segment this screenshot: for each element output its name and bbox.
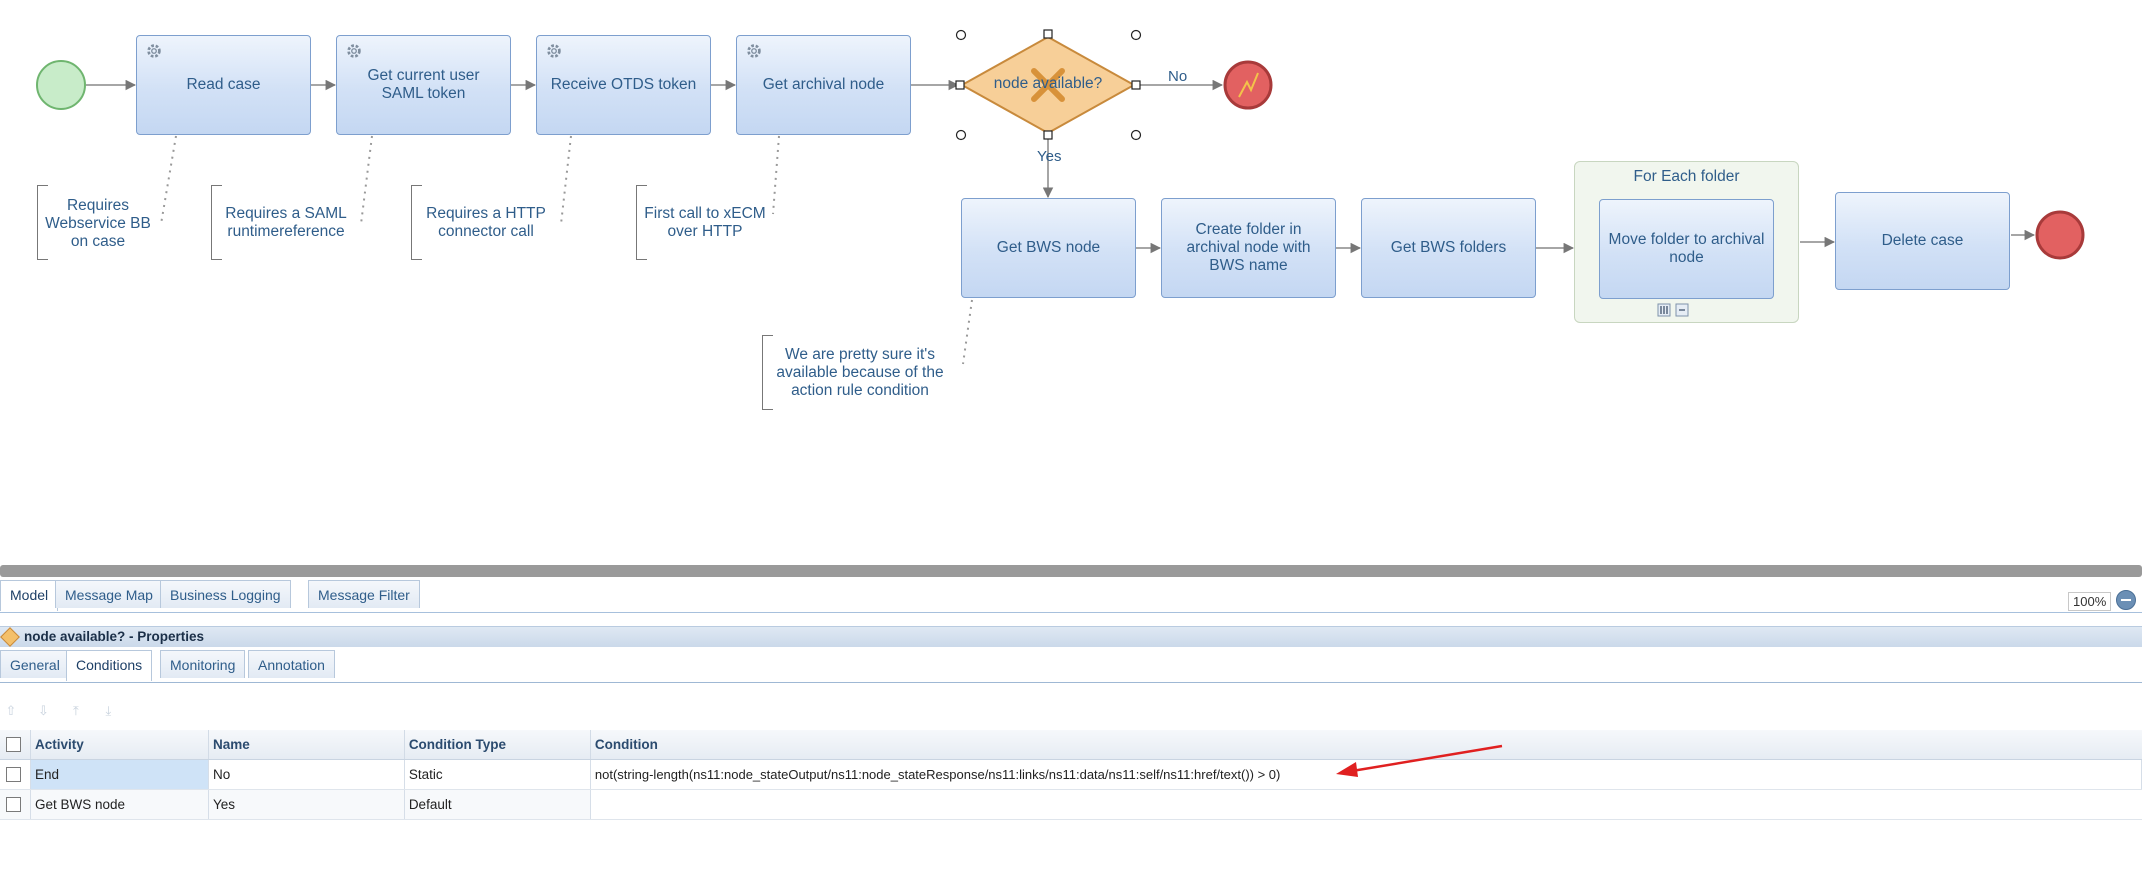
col-name[interactable]: Name — [208, 730, 405, 760]
annotation-bracket — [762, 335, 773, 410]
move-top-icon[interactable]: ⤒ — [73, 703, 79, 718]
foreach-container[interactable]: For Each folder Move folder to archival … — [1574, 161, 1799, 323]
annotation-webservice[interactable]: Requires Webservice BB on case — [45, 197, 151, 250]
tab-conditions[interactable]: Conditions — [66, 650, 153, 681]
gateway-x-icon — [1031, 68, 1065, 102]
zoom-level[interactable]: 100% — [2068, 592, 2112, 611]
annotation-bracket — [636, 185, 647, 260]
cell-name[interactable]: No — [208, 759, 405, 790]
task-label: Move folder to archival node — [1608, 231, 1765, 266]
red-arrow-annotation — [1336, 744, 1503, 777]
select-all-header[interactable] — [0, 730, 31, 760]
select-all-checkbox[interactable] — [6, 737, 21, 753]
annotation-available[interactable]: We are pretty sure it's available becaus… — [776, 346, 944, 399]
gateway-diamond-icon — [0, 627, 20, 647]
editor-tabs: Model Message Map Business Logging Messa… — [0, 580, 2142, 613]
table-row[interactable]: Get BWS node Yes Default — [0, 789, 2142, 820]
task-label: Get BWS node — [996, 239, 1101, 256]
task-label: Get current user SAML token — [367, 67, 480, 102]
annotation-xecm[interactable]: First call to xECM over HTTP — [644, 205, 766, 240]
zoom-out-icon[interactable] — [2116, 590, 2136, 610]
col-condition-type[interactable]: Condition Type — [404, 730, 591, 760]
task-label: Get archival node — [762, 76, 885, 93]
start-event[interactable] — [36, 60, 86, 110]
process-canvas[interactable]: node available? No Yes Read case Get cur… — [0, 0, 2142, 565]
task-read-case[interactable]: Read case — [136, 35, 311, 135]
task-label: Get BWS folders — [1390, 239, 1507, 256]
flow-connectors — [36, 29, 2085, 365]
task-receive-otds-token[interactable]: Receive OTDS token — [536, 35, 711, 135]
tab-message-map[interactable]: Message Map — [55, 580, 163, 608]
selection-handles[interactable] — [955, 29, 1142, 141]
annotation-http[interactable]: Requires a HTTP connector call — [426, 205, 546, 240]
task-get-bws-folders[interactable]: Get BWS folders — [1361, 198, 1536, 298]
task-move-folder[interactable]: Move folder to archival node — [1599, 199, 1774, 299]
annotation-bracket — [211, 185, 222, 260]
service-task-gear-icon — [747, 44, 761, 58]
foreach-title: For Each folder — [1633, 168, 1740, 185]
move-bottom-icon[interactable]: ⤓ — [105, 703, 112, 718]
task-label: Receive OTDS token — [550, 76, 697, 93]
flow-label-yes: Yes — [1037, 148, 1062, 165]
cell-condition-type[interactable]: Static — [404, 759, 591, 790]
tab-monitoring[interactable]: Monitoring — [160, 650, 246, 678]
associations — [160, 135, 973, 365]
annotation-bracket — [37, 185, 48, 260]
properties-header: node available? - Properties — [0, 626, 2142, 647]
task-get-bws-node[interactable]: Get BWS node — [961, 198, 1136, 298]
tab-annotation[interactable]: Annotation — [248, 650, 335, 678]
col-condition[interactable]: Condition — [590, 730, 2142, 760]
task-label: Delete case — [1881, 232, 1964, 249]
service-task-gear-icon — [547, 44, 561, 58]
tab-message-filter[interactable]: Message Filter — [308, 580, 420, 608]
row-checkbox-cell[interactable] — [0, 789, 31, 820]
cell-activity[interactable]: End — [30, 759, 210, 790]
service-task-gear-icon — [347, 44, 361, 58]
tab-general[interactable]: General — [0, 650, 70, 678]
tab-model[interactable]: Model — [0, 580, 59, 611]
gateway-label: node available? — [993, 75, 1103, 92]
sequence-flows — [86, 79, 2036, 254]
annotation-bracket — [411, 185, 422, 260]
properties-tabs: General Conditions Monitoring Annotation — [0, 650, 2142, 683]
tab-business-logging[interactable]: Business Logging — [160, 580, 291, 608]
task-label: Read case — [186, 76, 261, 93]
lightning-icon — [1238, 72, 1259, 98]
row-checkbox-cell[interactable] — [0, 759, 31, 790]
col-activity[interactable]: Activity — [30, 730, 210, 760]
cell-activity[interactable]: Get BWS node — [30, 789, 210, 820]
loop-marker-icons — [1657, 303, 1689, 317]
conditions-table: Activity Name Condition Type Condition E… — [0, 730, 2142, 820]
flow-label-no: No — [1168, 68, 1188, 85]
conditions-toolbar: ⇧ ⇩ ⤒ ⤓ — [4, 702, 129, 720]
service-task-gear-icon — [147, 44, 161, 58]
annotation-saml[interactable]: Requires a SAML runtimereference — [225, 205, 347, 240]
horizontal-scrollbar[interactable] — [0, 565, 2142, 577]
cell-name[interactable]: Yes — [208, 789, 405, 820]
row-checkbox[interactable] — [6, 767, 21, 783]
properties-title: node available? - Properties — [24, 629, 205, 644]
end-event[interactable] — [2035, 210, 2085, 260]
cell-condition-type[interactable]: Default — [404, 789, 591, 820]
task-delete-case[interactable]: Delete case — [1835, 192, 2010, 290]
task-create-folder[interactable]: Create folder in archival node with BWS … — [1161, 198, 1336, 298]
table-row[interactable]: End No Static not(string-length(ns11:nod… — [0, 759, 2142, 790]
table-header-row: Activity Name Condition Type Condition — [0, 730, 2142, 760]
row-checkbox[interactable] — [6, 797, 21, 813]
task-label: Create folder in archival node with BWS … — [1186, 221, 1311, 274]
cell-condition[interactable] — [590, 789, 2142, 820]
task-get-archival-node[interactable]: Get archival node — [736, 35, 911, 135]
cell-condition[interactable]: not(string-length(ns11:node_stateOutput/… — [589, 759, 2142, 790]
move-down-icon[interactable]: ⇩ — [38, 703, 49, 718]
task-get-current-user-saml-token[interactable]: Get current user SAML token — [336, 35, 511, 135]
move-up-icon[interactable]: ⇧ — [5, 703, 17, 718]
